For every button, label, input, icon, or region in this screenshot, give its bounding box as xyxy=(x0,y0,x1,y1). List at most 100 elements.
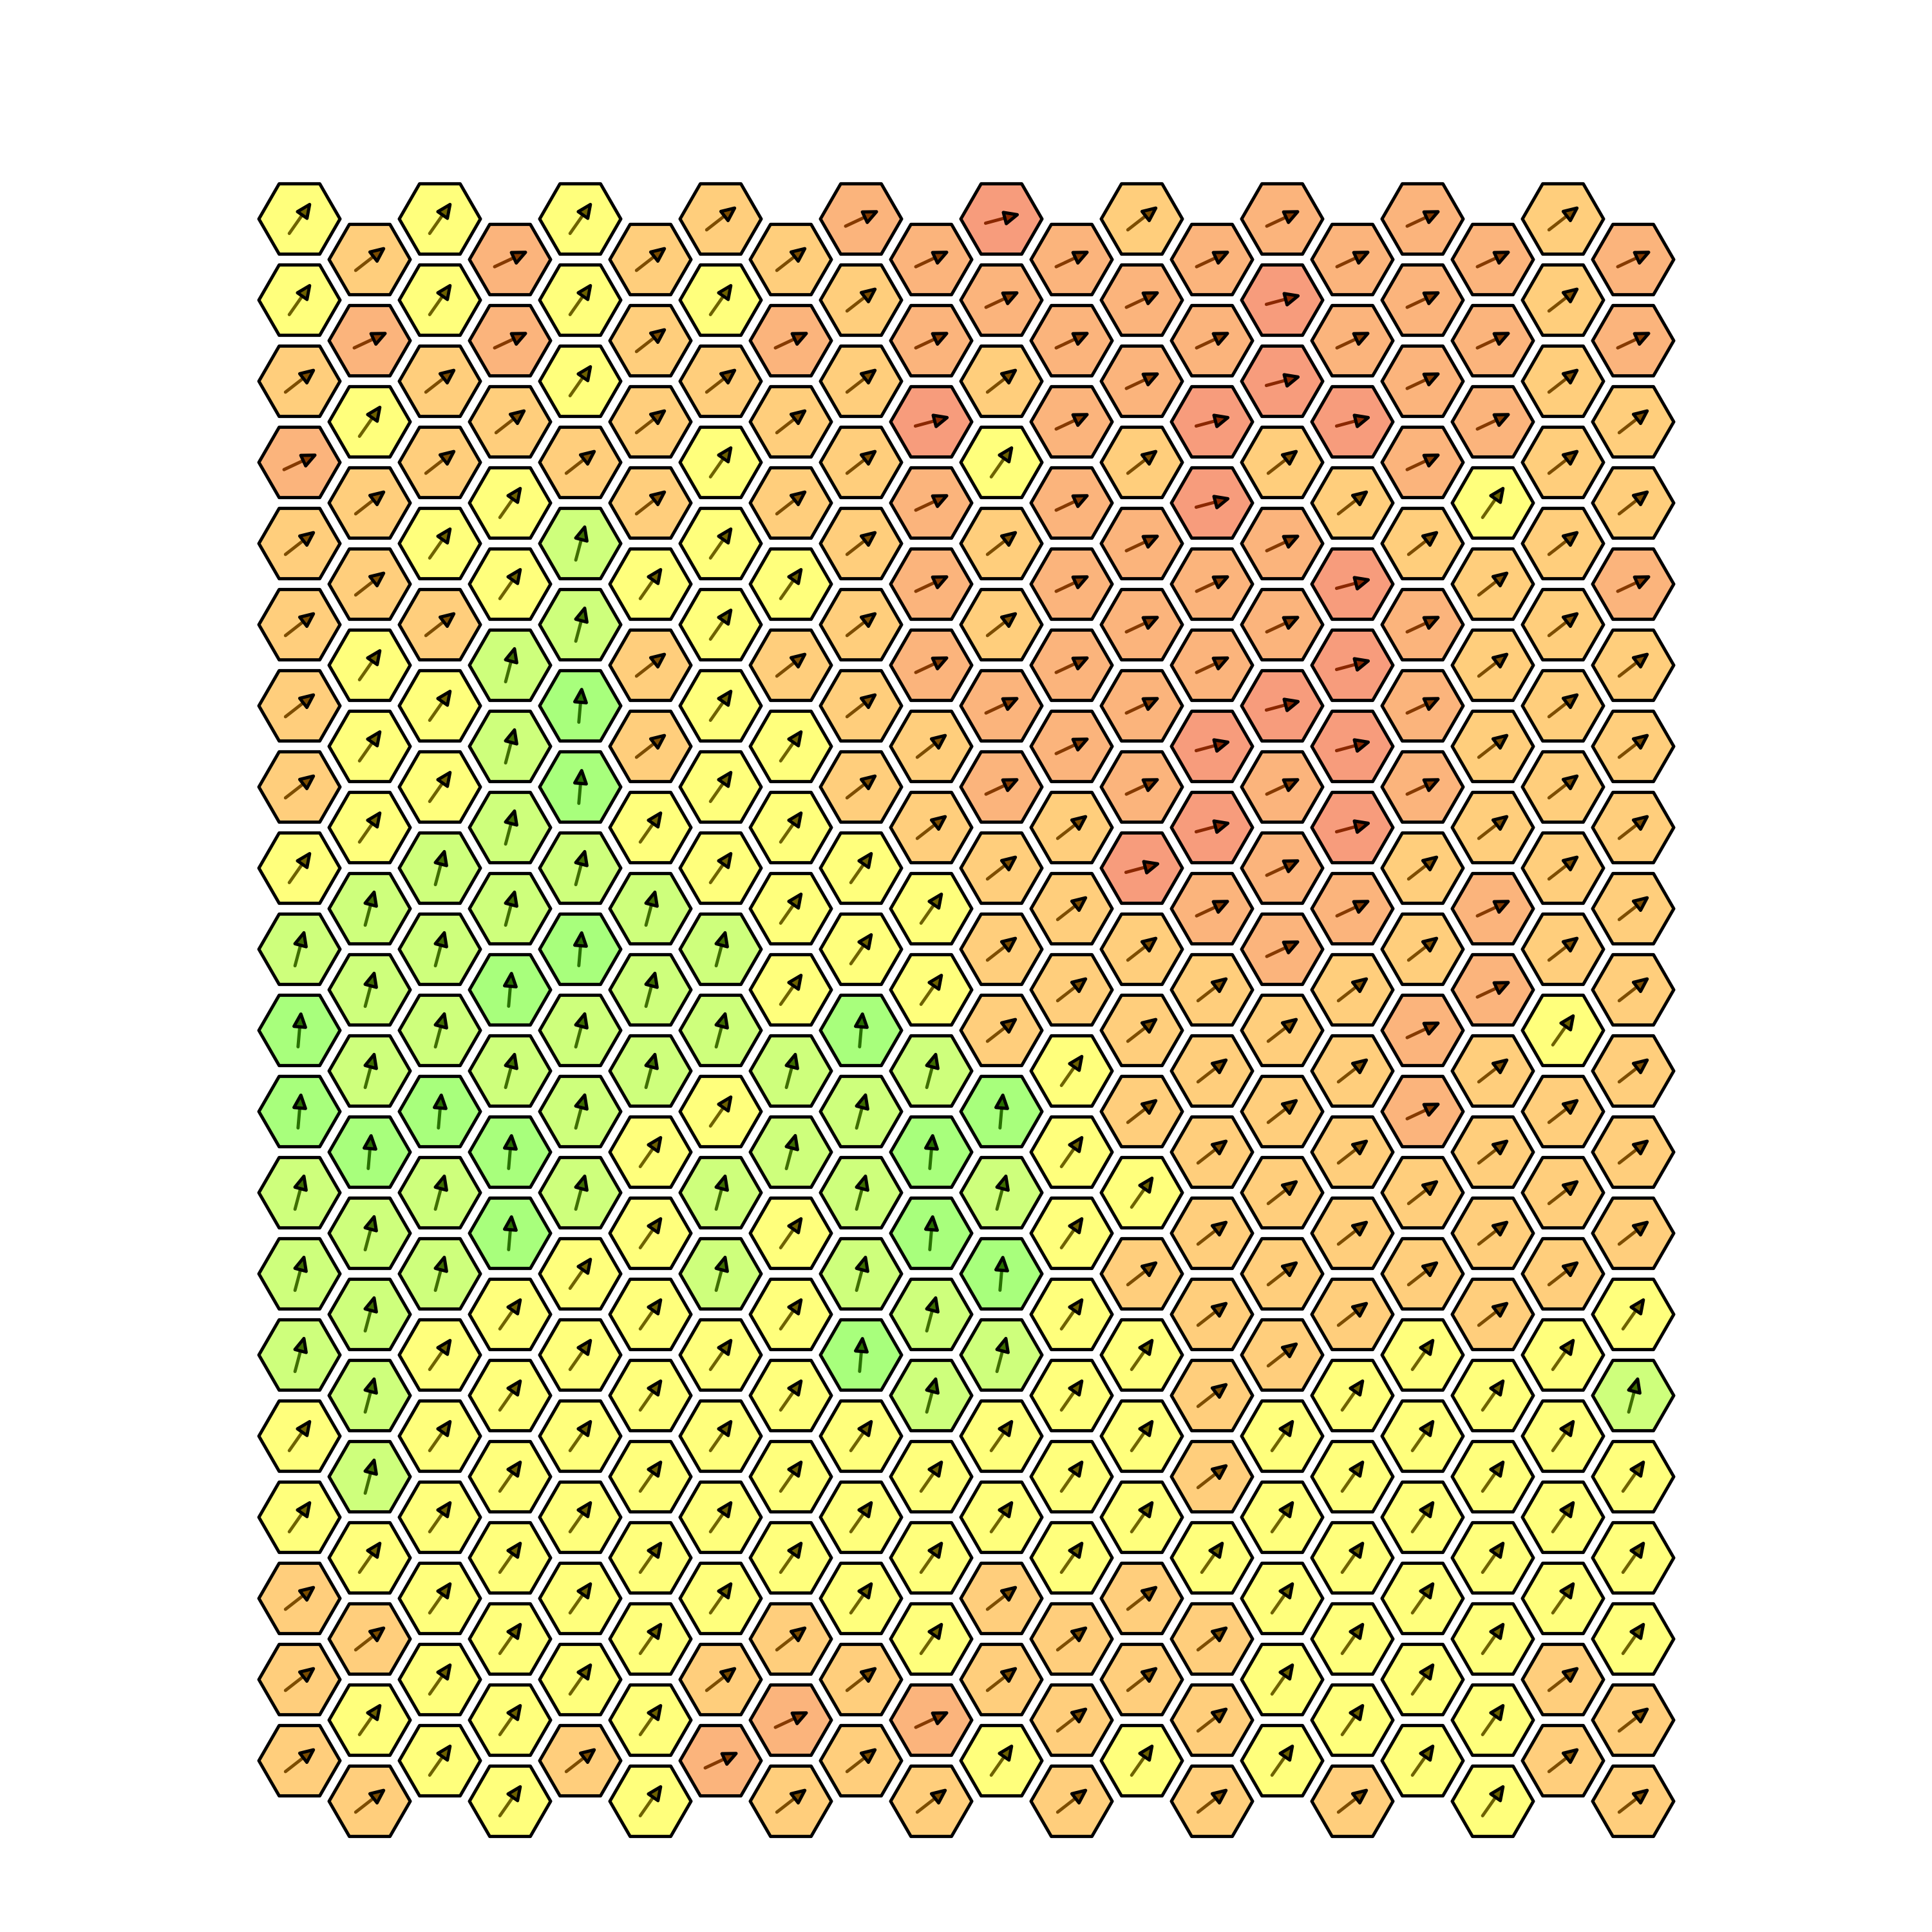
vector-arrow-head xyxy=(995,1174,1010,1192)
hex-cell xyxy=(1591,790,1676,865)
hex-cell xyxy=(1099,506,1184,581)
hex-cell xyxy=(468,709,553,784)
vector-arrow-head xyxy=(1419,1582,1435,1600)
hex-cell xyxy=(1450,628,1535,703)
hex-cell xyxy=(959,1074,1044,1149)
vector-arrow-head xyxy=(649,328,667,344)
hex-cell xyxy=(257,750,342,824)
vector-arrow-head xyxy=(1071,494,1089,508)
hex-cell xyxy=(1591,1034,1676,1108)
vector-arrow-head xyxy=(999,531,1018,547)
vector-arrow-head xyxy=(506,1298,522,1316)
vector-arrow-head xyxy=(1210,1464,1228,1480)
hex-cell xyxy=(1170,1196,1255,1271)
vector-arrow-head xyxy=(787,1217,803,1235)
vector-arrow-head xyxy=(436,1420,452,1437)
hex-cell xyxy=(959,831,1044,905)
hex-cell xyxy=(1520,1480,1605,1555)
vector-arrow-head xyxy=(1350,1220,1368,1236)
hex-cell xyxy=(1520,1074,1605,1149)
vector-arrow-head xyxy=(438,612,456,628)
hex-cell xyxy=(397,1561,482,1636)
hex-cell xyxy=(1520,587,1605,662)
vector-arrow-head xyxy=(649,652,667,668)
hex-cell xyxy=(468,1034,553,1108)
vector-arrow-head xyxy=(433,1174,448,1192)
vector-arrow-head xyxy=(1561,1099,1579,1115)
vector-arrow-head xyxy=(1559,1582,1575,1600)
vector-arrow-head xyxy=(1631,734,1649,750)
vector-arrow-head xyxy=(1349,1704,1365,1721)
vector-arrow-head xyxy=(1140,936,1158,952)
hex-cell xyxy=(819,1399,904,1473)
hex-cell xyxy=(1450,790,1535,865)
hex-cell xyxy=(1380,668,1465,743)
hex-cell xyxy=(1029,1358,1114,1433)
hex-cell xyxy=(538,182,623,256)
vector-arrow-head xyxy=(368,247,386,263)
hex-cell xyxy=(397,1642,482,1717)
hex-cell xyxy=(1591,222,1676,297)
vector-arrow-head xyxy=(1629,1461,1645,1478)
vector-arrow-head xyxy=(1492,413,1510,427)
hex-cell xyxy=(678,1480,763,1555)
hex-cell xyxy=(608,952,693,1027)
vector-arrow-head xyxy=(1631,1220,1649,1236)
hex-cell xyxy=(889,303,974,378)
hex-cell xyxy=(959,1561,1044,1636)
hex-cell xyxy=(608,1358,693,1433)
vector-arrow-head xyxy=(293,1174,308,1192)
hex-cell xyxy=(678,182,763,256)
hex-cell xyxy=(468,1358,553,1433)
vector-arrow-head xyxy=(1210,977,1228,993)
hex-cell xyxy=(1099,831,1184,905)
hex-cell xyxy=(1450,384,1535,459)
vector-arrow-head xyxy=(1070,1707,1088,1723)
vector-arrow-head xyxy=(369,332,387,346)
vector-arrow-head xyxy=(573,688,588,705)
vector-arrow-head xyxy=(436,1339,452,1356)
hex-cell xyxy=(468,1602,553,1676)
hex-cell xyxy=(1520,1642,1605,1717)
hex-cell xyxy=(748,466,833,540)
vector-arrow-head xyxy=(1070,815,1088,831)
hex-cell xyxy=(1029,1764,1114,1839)
hex-cell xyxy=(1520,831,1605,905)
hex-cell xyxy=(889,952,974,1027)
vector-arrow-head xyxy=(995,1336,1010,1354)
hex-cell xyxy=(327,1602,412,1676)
hex-cell xyxy=(608,628,693,703)
hex-cell xyxy=(397,912,482,987)
hex-cell xyxy=(678,912,763,987)
hex-cell xyxy=(257,1318,342,1392)
hex-cell xyxy=(257,1399,342,1473)
hex-cell xyxy=(468,790,553,865)
vector-arrow-head xyxy=(1140,1667,1158,1683)
vector-arrow-head xyxy=(298,612,316,628)
hex-cell xyxy=(819,587,904,662)
vector-arrow-head xyxy=(292,1012,307,1029)
vector-arrow-head xyxy=(1561,368,1579,384)
hex-cell xyxy=(468,547,553,621)
vector-arrow-head xyxy=(649,734,667,750)
vector-arrow-head xyxy=(998,446,1014,464)
vector-arrow-head xyxy=(931,494,949,508)
vector-arrow-head xyxy=(927,1542,943,1559)
vector-arrow-head xyxy=(719,368,737,384)
vector-arrow-head xyxy=(1561,1667,1579,1683)
hex-cell xyxy=(959,1236,1044,1311)
vector-arrow-head xyxy=(1278,1745,1294,1762)
vector-arrow-head xyxy=(857,933,873,951)
vector-arrow-head xyxy=(1350,490,1368,506)
hex-cell xyxy=(538,1399,623,1473)
hex-cell xyxy=(257,1155,342,1230)
hex-cell xyxy=(1310,1277,1395,1352)
hex-cell xyxy=(1380,831,1465,905)
vector-arrow-head xyxy=(1278,1582,1294,1600)
hex-cell xyxy=(608,547,693,621)
vector-arrow-head xyxy=(1278,1663,1294,1681)
hex-cell xyxy=(608,384,693,459)
vector-arrow-head xyxy=(1141,535,1159,549)
hex-cell xyxy=(468,1439,553,1514)
vector-arrow-head xyxy=(1350,1058,1368,1074)
